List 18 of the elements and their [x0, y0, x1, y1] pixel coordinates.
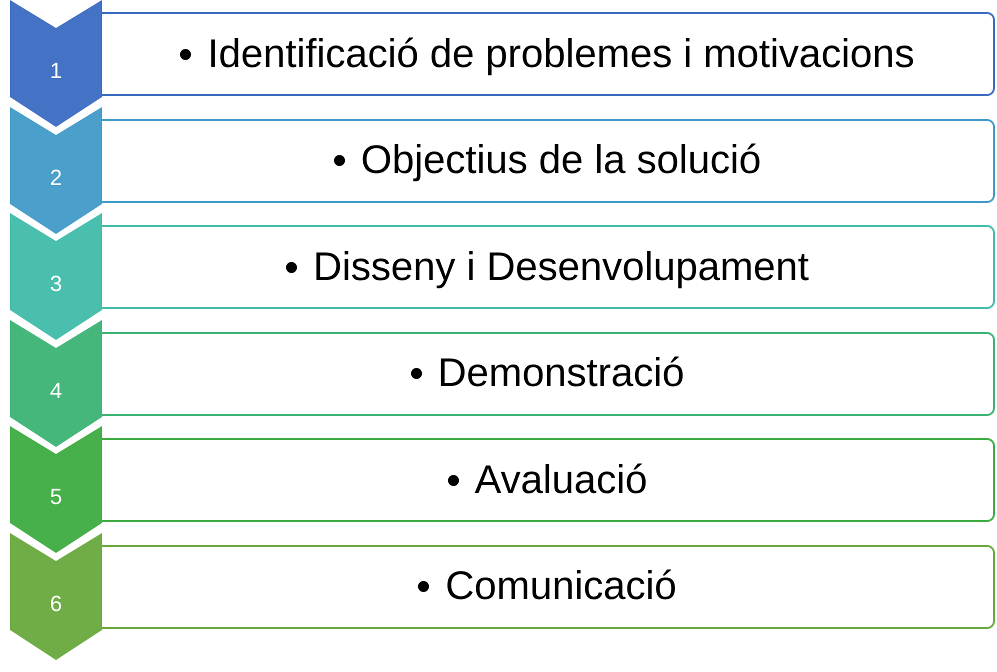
step-box: [102, 332, 995, 416]
step-text: Avaluació: [474, 458, 648, 502]
step-number: 3: [48, 271, 64, 297]
step-box: [102, 118, 995, 202]
step-number: 5: [48, 484, 64, 510]
step-number: 6: [48, 590, 64, 616]
step-box: [102, 544, 995, 628]
step-box: [102, 438, 995, 522]
step-number: 1: [48, 58, 64, 84]
step-box: [102, 225, 995, 309]
step-text: Identificació de problemes i motivacions: [207, 32, 914, 76]
step-text: Objectius de la solució: [360, 138, 762, 183]
step-number: 4: [48, 378, 64, 404]
step-text: Comunicació: [445, 564, 677, 609]
step-number: 2: [48, 164, 64, 190]
step-text: Disseny i Desenvolupament: [313, 244, 809, 290]
step-text: Demonstració: [438, 351, 684, 396]
step-box: [102, 12, 995, 96]
